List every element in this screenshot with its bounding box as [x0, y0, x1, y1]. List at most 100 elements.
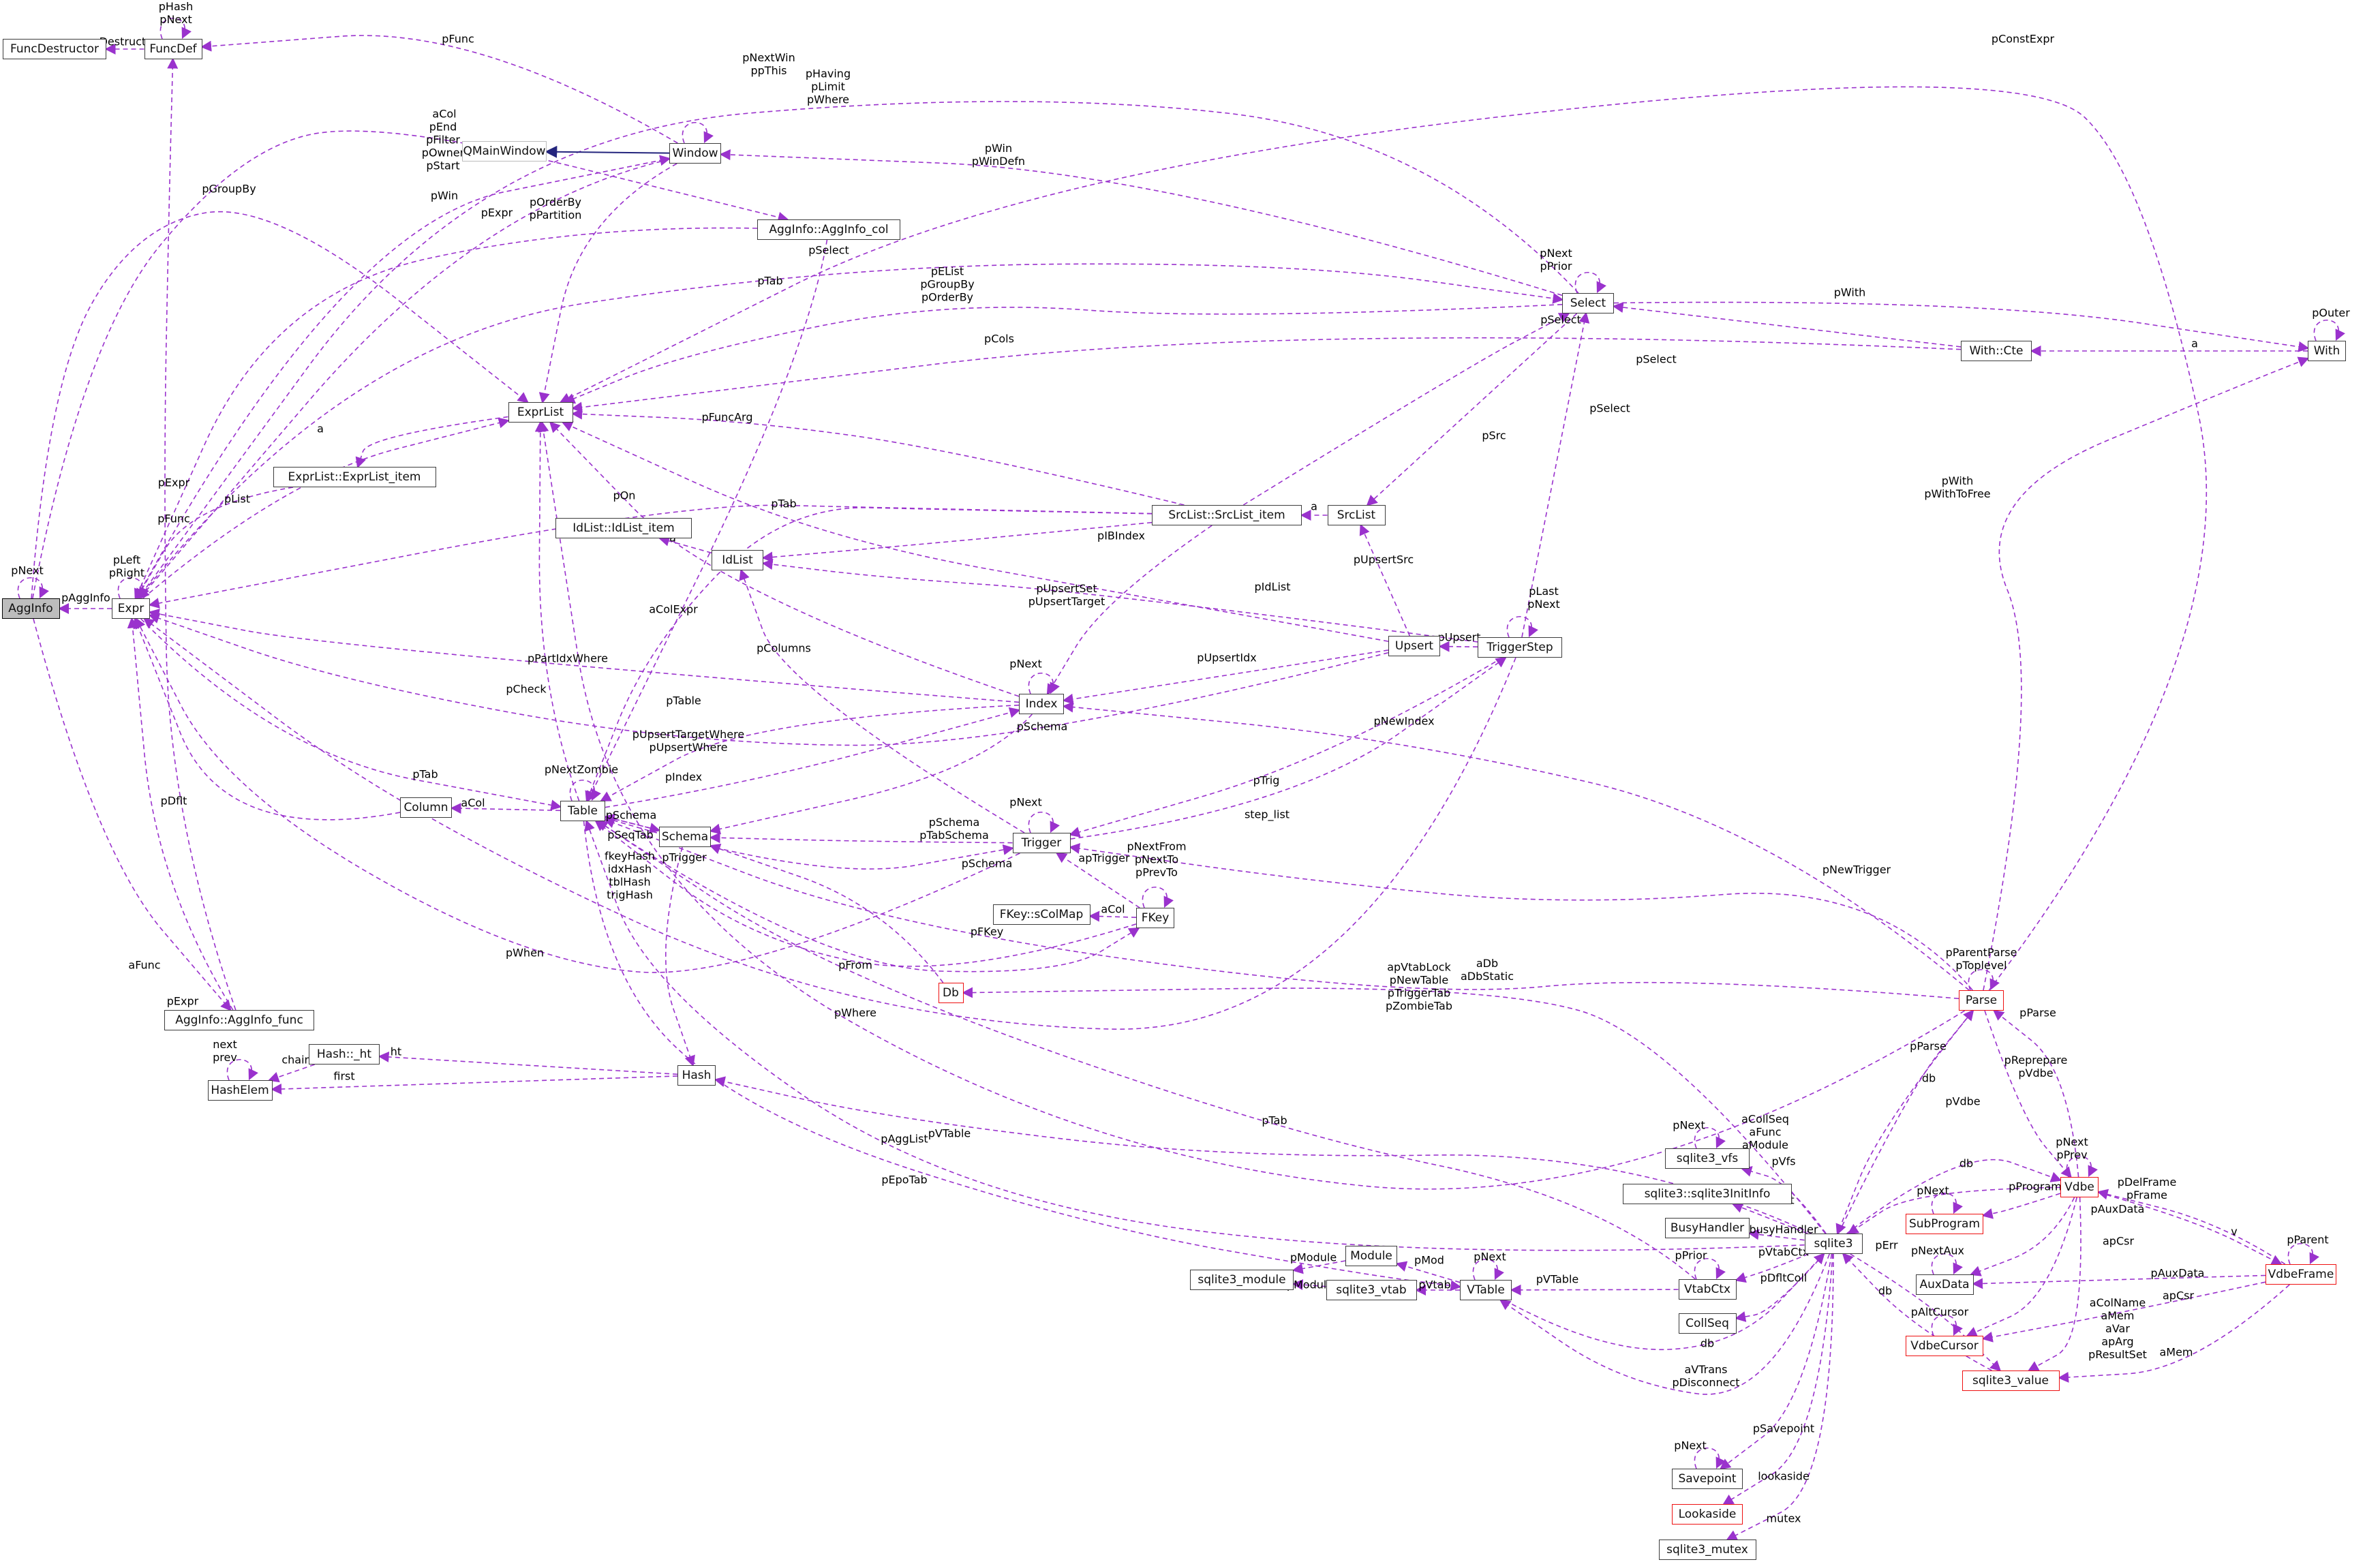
edge — [1984, 1010, 2072, 1178]
node-db[interactable]: Db — [938, 983, 964, 1003]
edge — [1069, 657, 1503, 838]
node-exprlistitem[interactable]: ExprList::ExprList_item — [273, 467, 436, 487]
edge — [1510, 1284, 1679, 1296]
edge — [450, 803, 561, 814]
node-initinfo[interactable]: sqlite3::sqlite3InitInfo — [1623, 1184, 1792, 1204]
edge — [585, 507, 1153, 803]
edge — [17, 577, 50, 599]
edge — [714, 1076, 1812, 1234]
edge — [127, 617, 234, 1011]
node-funcdestructor[interactable]: FuncDestructor — [3, 39, 106, 59]
node-sqlite3module[interactable]: sqlite3_module — [1190, 1270, 1294, 1290]
edge — [1966, 1197, 2078, 1337]
edge — [1748, 1229, 1805, 1241]
node-table[interactable]: Table — [560, 801, 605, 821]
node-column[interactable]: Column — [400, 797, 452, 818]
edge — [2058, 1284, 2290, 1383]
edge — [1726, 1253, 1834, 1541]
edge — [1842, 1253, 1992, 1371]
edge — [1499, 1253, 1831, 1395]
node-parse[interactable]: Parse — [1959, 990, 2004, 1011]
edge — [709, 714, 1033, 835]
edge — [587, 239, 828, 803]
node-auxdata[interactable]: AuxData — [1915, 1274, 1974, 1295]
edge — [137, 101, 1579, 600]
node-sqlite3vtab[interactable]: sqlite3_vtab — [1326, 1280, 1417, 1300]
node-vfs[interactable]: sqlite3_vfs — [1665, 1148, 1750, 1169]
node-triggerstep[interactable]: TriggerStep — [1478, 637, 1562, 658]
edge — [1741, 1166, 1827, 1234]
node-agginfofunc[interactable]: AggInfo::AggInfo_func — [164, 1010, 314, 1030]
edge — [31, 211, 529, 599]
node-module[interactable]: Module — [1345, 1246, 1397, 1266]
node-busyhandler[interactable]: BusyHandler — [1665, 1218, 1750, 1238]
node-lookaside[interactable]: Lookaside — [1672, 1504, 1743, 1525]
edge — [226, 1059, 259, 1081]
edge — [1506, 616, 1539, 638]
node-subprogram[interactable]: SubProgram — [1906, 1214, 1983, 1234]
node-agginfo[interactable]: AggInfo — [1, 598, 60, 619]
node-index[interactable]: Index — [1019, 694, 1064, 714]
node-savepoint[interactable]: Savepoint — [1672, 1469, 1743, 1489]
edge — [583, 821, 1462, 1291]
edge — [159, 18, 192, 40]
node-collseq[interactable]: CollSeq — [1678, 1313, 1737, 1334]
node-vdbeframe[interactable]: VdbeFrame — [2265, 1264, 2336, 1285]
node-with[interactable]: With — [2308, 341, 2346, 361]
edge — [549, 421, 1020, 697]
node-idlistitem[interactable]: IdList::IdList_item — [555, 518, 692, 538]
node-value[interactable]: sqlite3_value — [1962, 1370, 2060, 1391]
edge — [1731, 1202, 1808, 1234]
node-hash[interactable]: Hash — [677, 1065, 716, 1086]
node-window[interactable]: Window — [669, 143, 721, 164]
node-srclist[interactable]: SrcList — [1327, 505, 1386, 525]
edge — [1722, 1253, 1833, 1505]
edge — [1931, 1253, 1964, 1275]
node-srclistitem[interactable]: SrcList::SrcList_item — [1152, 505, 1302, 525]
edge — [709, 832, 1013, 844]
node-vtable[interactable]: VTable — [1460, 1280, 1512, 1300]
node-idlist[interactable]: IdList — [712, 550, 763, 570]
node-hashht[interactable]: Hash::_ht — [309, 1044, 380, 1065]
node-trigger[interactable]: Trigger — [1012, 833, 1071, 853]
node-vtabctx[interactable]: VtabCtx — [1678, 1279, 1737, 1300]
node-funcdef[interactable]: FuncDef — [144, 39, 202, 59]
node-upsert[interactable]: Upsert — [1388, 636, 1440, 656]
edge — [1981, 1281, 2266, 1343]
edge — [138, 263, 1564, 599]
edge — [761, 559, 1478, 643]
edge — [1242, 312, 1570, 506]
edge — [584, 819, 1805, 1251]
edge — [1735, 1253, 1825, 1322]
edge — [135, 617, 1020, 973]
node-expr[interactable]: Expr — [112, 598, 150, 619]
node-select[interactable]: Select — [1562, 293, 1614, 313]
node-hashelem[interactable]: HashElem — [207, 1080, 273, 1101]
edge — [1837, 1009, 1974, 1234]
node-fkey[interactable]: FKey — [1136, 908, 1174, 928]
edge — [1062, 701, 1970, 991]
node-vdbecursor[interactable]: VdbeCursor — [1906, 1336, 1983, 1356]
node-vdbe[interactable]: Vdbe — [2060, 1177, 2099, 1197]
node-mutex[interactable]: sqlite3_mutex — [1658, 1540, 1756, 1560]
node-withcte[interactable]: With::Cte — [1961, 341, 2032, 361]
node-exprlist[interactable]: ExprList — [508, 402, 573, 423]
edge — [140, 618, 562, 811]
edge — [1046, 525, 1212, 696]
edge — [603, 817, 1959, 1000]
edge — [2287, 1243, 2320, 1265]
node-qmainwindow[interactable]: QMainWindow — [462, 141, 547, 162]
node-agginfocol[interactable]: AggInfo::AggInfo_col — [757, 219, 900, 240]
edge — [134, 227, 758, 600]
edge — [1694, 1258, 1726, 1280]
node-sqlite3[interactable]: sqlite3 — [1804, 1234, 1863, 1254]
edge — [271, 1075, 678, 1094]
edge — [117, 577, 150, 599]
node-schema[interactable]: Schema — [659, 827, 711, 847]
node-fkeyscolmap[interactable]: FKey::sColMap — [992, 904, 1090, 925]
edge — [1472, 1259, 1505, 1281]
edge — [761, 521, 1153, 563]
edge — [2098, 1192, 2283, 1266]
edge — [1070, 656, 1507, 840]
